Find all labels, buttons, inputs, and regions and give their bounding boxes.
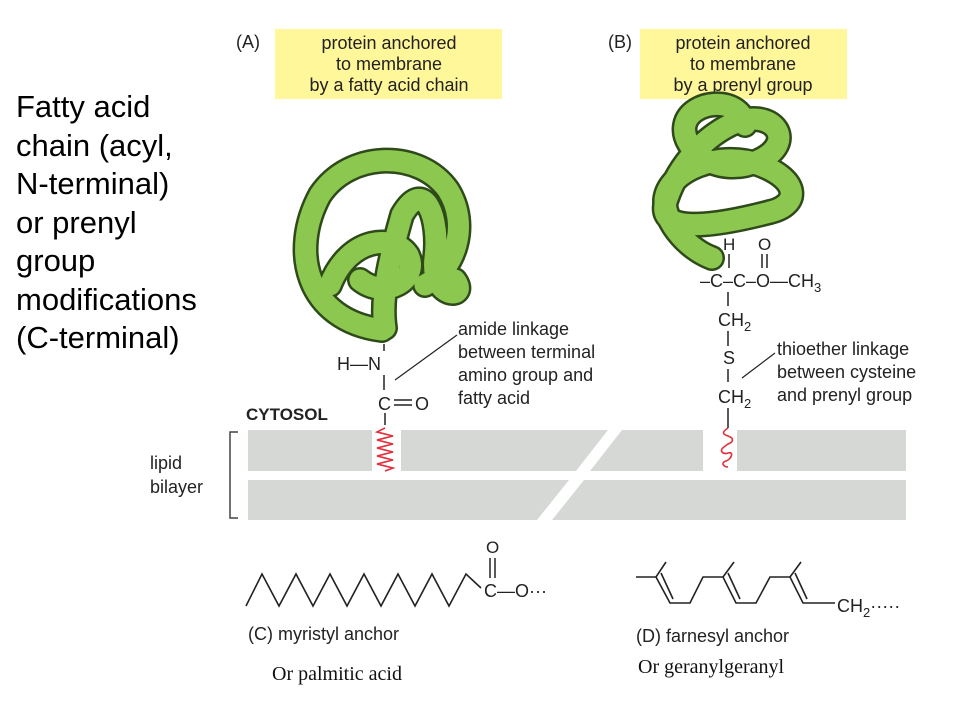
side-title-line: chain (acyl, (16, 127, 173, 163)
myristyl-c-o-group: C—O··· (484, 581, 547, 601)
amide-note-line: amino group and (458, 365, 593, 385)
amide-pointer-line (394, 334, 458, 381)
side-title-line: Fatty acid (16, 89, 151, 124)
panel-a-letter: (A) (236, 32, 260, 52)
bilayer-top-leaflet (737, 430, 906, 471)
panel-b-label-line: by a prenyl group (673, 75, 812, 95)
bilayer-bottom-leaflet (248, 480, 569, 520)
panel-b-letter: (B) (608, 32, 632, 52)
farnesyl-chain (636, 561, 835, 604)
thioether-note-line: and prenyl group (777, 385, 912, 405)
farnesyl-label: (D) farnesyl anchor (636, 626, 789, 646)
side-title-line: or prenyl (16, 204, 137, 240)
bilayer-top-leaflet (401, 430, 608, 471)
side-title: Fatty acid chain (acyl, N-terminal) or p… (16, 88, 246, 358)
amide-note-line: amide linkage (458, 319, 569, 339)
bilayer-label-line: lipid (150, 453, 182, 473)
thioether-note-line: thioether linkage (777, 339, 909, 359)
bilayer-top-leaflet (590, 430, 703, 471)
thioether-pointer-line (741, 352, 776, 379)
panel-a-label-box (275, 29, 502, 99)
palmitic-caption: Or palmitic acid (272, 663, 402, 685)
side-title-line: modifications (16, 281, 197, 317)
thioether-h-atom: H (723, 235, 735, 254)
protein-b-coil (651, 91, 805, 271)
side-title-line: (C-terminal) (16, 320, 180, 355)
protein-a-coil (292, 147, 472, 343)
thioether-note-line: between cysteine (777, 362, 916, 382)
panel-a-label-line: to membrane (336, 54, 442, 74)
thioether-s-atom: S (723, 348, 735, 368)
panel-b-label-line: protein anchored (675, 33, 810, 53)
panel-a-label-line: protein anchored (321, 33, 456, 53)
panel-a-label-line: by a fatty acid chain (309, 75, 468, 95)
panel-b-label-line: to membrane (690, 54, 796, 74)
thioether-ch2-lower: CH2 (718, 387, 751, 411)
amide-note-line: fatty acid (458, 388, 530, 408)
thioether-chain-row: –C–C–O—CH3 (700, 271, 821, 295)
amide-c-atom: C (378, 394, 391, 414)
amide-n-atom: H—N (337, 354, 381, 374)
amide-o-atom: O (415, 394, 429, 414)
amide-note-line: between terminal (458, 342, 595, 362)
bilayer-top-leaflet (248, 430, 372, 471)
thioether-ch2-upper: CH2 (718, 310, 751, 334)
bilayer-bottom-leaflet (552, 480, 906, 520)
side-title-line: group (16, 243, 96, 278)
lipid-bilayer (248, 430, 906, 520)
cytosol-label: CYTOSOL (246, 405, 328, 424)
panel-b-label-box (640, 29, 847, 99)
fatty-acid-anchor-zigzag (374, 427, 396, 472)
thioether-o-top: O (758, 235, 771, 254)
geranylgeranyl-caption: Or geranylgeranyl (638, 656, 785, 678)
bilayer-label-line: bilayer (150, 477, 203, 497)
farnesyl-tail: CH2····· (837, 596, 900, 620)
side-title-line: N-terminal) (16, 166, 170, 201)
prenyl-anchor-squiggle (720, 427, 734, 468)
myristyl-o-top: O (486, 538, 499, 557)
bilayer-bracket (229, 431, 238, 519)
myristyl-chain (245, 572, 482, 608)
myristyl-label: (C) myristyl anchor (248, 624, 399, 644)
